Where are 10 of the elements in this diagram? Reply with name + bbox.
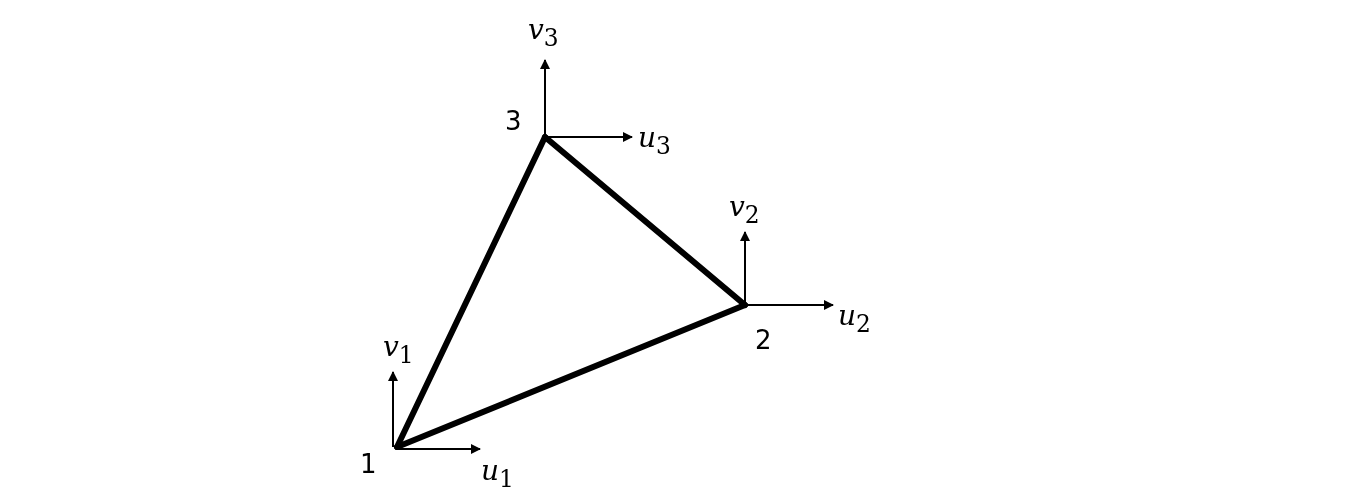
displacement-label: u$_{2}$ <box>838 302 871 336</box>
displacement-label: v$_{1}$ <box>383 333 414 367</box>
displacement-label: v$_{2}$ <box>729 193 760 227</box>
displacement-label: u$_{3}$ <box>638 124 671 158</box>
node-number: 2 <box>755 327 772 353</box>
node-number: 1 <box>360 451 377 477</box>
node-number: 3 <box>505 108 522 134</box>
element-edge <box>394 134 548 450</box>
displacement-label: v$_{3}$ <box>528 16 559 50</box>
displacement-label: u$_{1}$ <box>481 457 514 491</box>
